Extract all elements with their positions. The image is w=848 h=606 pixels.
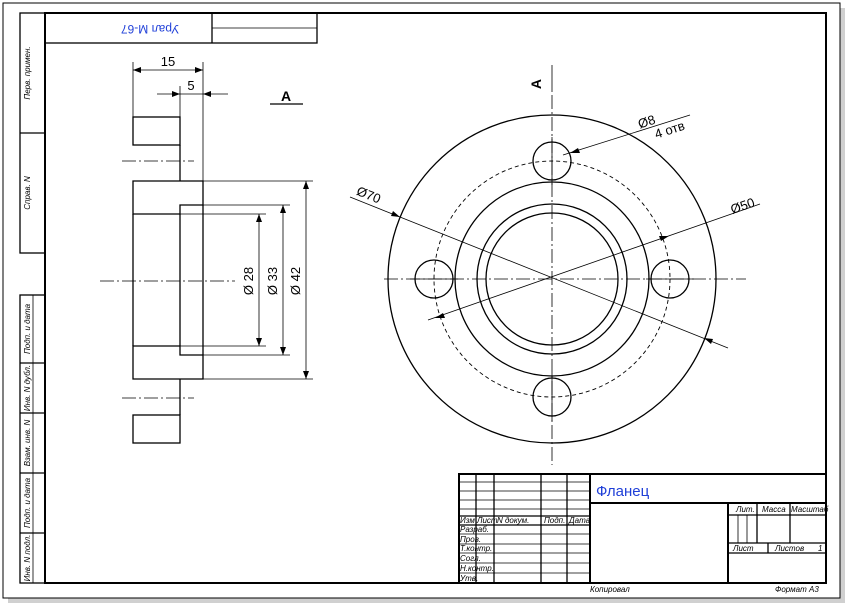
sheet-label: Лист bbox=[732, 544, 754, 553]
sheets-count: 1 bbox=[818, 544, 822, 553]
col-sign: Подп. bbox=[544, 516, 565, 525]
dim-d8: Ø8 bbox=[636, 112, 657, 132]
footer-format: Формат А3 bbox=[775, 585, 819, 594]
lit-label: Лит. bbox=[735, 505, 755, 514]
row-razrab: Разраб. bbox=[460, 525, 489, 534]
side-strip-label-3: Подп. и дата bbox=[23, 303, 32, 354]
drawing-title: Фланец bbox=[596, 483, 650, 500]
hatch-bottom-outer bbox=[132, 414, 181, 444]
side-strip-label-4: Инв. N дубл. bbox=[23, 365, 32, 411]
side-strip-label-7: Инв. N подл. bbox=[23, 535, 32, 582]
col-doc: N докум. bbox=[497, 516, 529, 525]
side-strip-label-2: Справ. N bbox=[23, 176, 32, 210]
dim-d42: Ø 42 bbox=[288, 267, 303, 295]
row-nkontr: Н.контр. bbox=[460, 564, 494, 573]
view-label: А bbox=[281, 88, 291, 104]
dim-d28: Ø 28 bbox=[241, 267, 256, 295]
row-sogl: Согл. bbox=[460, 554, 481, 563]
section-view: 15 5 Ø 28 Ø 33 Ø 42 А bbox=[100, 54, 313, 444]
side-strip: Перв. примен. Справ. N Подп. и дата Инв.… bbox=[19, 12, 46, 584]
title-block: Фланец Изм Лист N докум. Подп. Дата Разр… bbox=[458, 473, 829, 584]
mass-label: Масса bbox=[762, 505, 786, 514]
dim-15: 15 bbox=[161, 54, 175, 69]
row-tkontr: Т.контр. bbox=[460, 544, 492, 553]
hatch-top-outer bbox=[132, 116, 181, 146]
side-strip-label-1: Перв. примен. bbox=[23, 46, 32, 99]
sheet-edge bbox=[2, 2, 841, 599]
side-strip-label-6: Подп. и дата bbox=[23, 477, 32, 528]
scale-label: Масштаб bbox=[791, 505, 829, 514]
row-utv: Утв. bbox=[459, 574, 478, 583]
sheets-label: Листов bbox=[774, 544, 804, 553]
row-prov: Пров. bbox=[460, 535, 481, 544]
dim-d33: Ø 33 bbox=[265, 267, 280, 295]
corner-code-text: Урал М-67 bbox=[121, 22, 179, 36]
col-date: Дата bbox=[568, 516, 591, 525]
section-label: А bbox=[528, 79, 544, 89]
col-list: Лист bbox=[476, 516, 498, 525]
side-strip-label-5: Взам. инв. N bbox=[23, 419, 32, 466]
dim-5: 5 bbox=[187, 78, 194, 93]
footer-copied: Копировал bbox=[590, 585, 630, 594]
col-izm: Изм bbox=[460, 516, 475, 525]
